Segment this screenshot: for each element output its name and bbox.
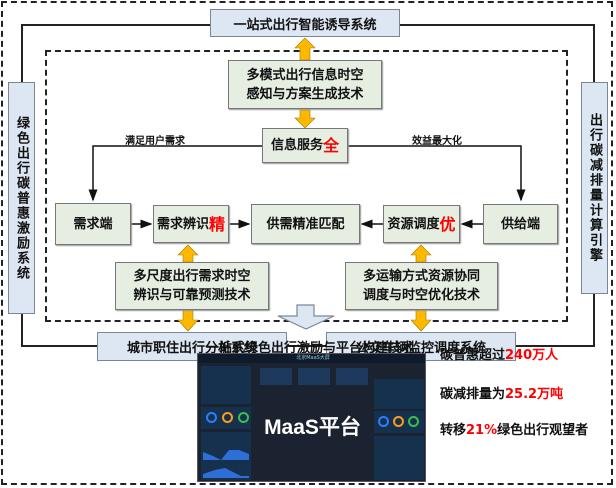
panel-right-flow xyxy=(374,436,424,480)
panel-right-stats xyxy=(374,379,424,409)
resource-dispatch-text: 资源调度 xyxy=(387,216,440,232)
match-box: 供需精准匹配 xyxy=(251,204,360,244)
right-system-box: 出行碳减排量计算引擎 xyxy=(581,82,608,294)
screen-title: 北京MaaS大屏 xyxy=(296,355,330,361)
yellow-arrow-down-info xyxy=(294,109,316,129)
yellow-arrow-up-top xyxy=(294,37,316,61)
supply-end-box: 供给端 xyxy=(483,204,558,244)
info-service-highlight: 全 xyxy=(323,136,340,155)
gray-arrow-down-platform xyxy=(277,304,335,330)
result-2: 碳减排量为25.2万吨 xyxy=(440,383,563,402)
demand-identify-highlight: 精 xyxy=(209,214,226,234)
top-tech-line1: 多模式出行信息时空 xyxy=(246,67,364,83)
yellow-arrow-up-left xyxy=(177,244,199,263)
result-text: 碳普惠超过 xyxy=(440,348,506,363)
ring-chart xyxy=(222,412,233,423)
ring-chart xyxy=(408,416,419,427)
result-text: 碳减排量为 xyxy=(440,387,506,402)
maas-platform-screenshot: 北京MaaS大屏 MaaS平台 xyxy=(197,353,426,482)
platform-title: 一站式绿色出行激励与平台构建技术 xyxy=(205,341,414,356)
result-text: 绿色出行观望者 xyxy=(497,423,589,438)
stat-card xyxy=(336,368,368,385)
left-tech-box: 多尺度出行需求时空辨识与可靠预测技术 xyxy=(115,262,269,310)
top-system-box: 一站式出行智能诱导系统 xyxy=(210,9,400,37)
demand-identify-text: 需求辨识 xyxy=(156,216,209,232)
result-value: 21% xyxy=(466,423,498,438)
ring-chart xyxy=(238,412,249,423)
resource-dispatch-box: 资源调度优 xyxy=(383,205,460,243)
arrow-to-demand xyxy=(88,145,262,202)
left-tech-line1: 多尺度出行需求时空 xyxy=(133,269,251,284)
top-tech-line2: 感知与方案生成技术 xyxy=(246,86,364,102)
demand-identify-box: 需求辨识精 xyxy=(153,205,229,243)
panel-stats xyxy=(201,366,251,404)
ring-chart xyxy=(206,412,217,423)
result-3: 转移21%绿色出行观望者 xyxy=(440,419,588,438)
right-label: 效益最大化 xyxy=(412,136,462,147)
screen-header xyxy=(198,354,425,363)
left-system-box: 绿色出行碳普惠激励系统 xyxy=(8,82,35,314)
result-text: 转移 xyxy=(440,423,467,438)
demand-end-box: 需求端 xyxy=(55,203,131,245)
bottom-left-system-box: 城市职住出行分析系统 xyxy=(97,332,287,361)
right-tech-line2: 调度与时空优化技术 xyxy=(362,288,480,303)
left-label: 满足用户需求 xyxy=(125,136,185,147)
right-tech-line1: 多运输方式资源协同 xyxy=(362,269,480,284)
stat-card xyxy=(298,368,330,385)
area-charts xyxy=(203,450,249,478)
yellow-arrow-up-right xyxy=(410,244,432,263)
info-service-text: 信息服务 xyxy=(270,138,323,153)
result-value: 240万人 xyxy=(505,348,559,363)
ring-chart xyxy=(378,416,389,427)
yellow-arrow-down-left xyxy=(177,309,199,332)
result-1: 碳普惠超过240万人 xyxy=(440,344,558,363)
stat-card xyxy=(260,368,292,385)
yellow-arrow-down-right xyxy=(410,309,432,332)
ring-chart xyxy=(393,416,404,427)
arrow-to-supply xyxy=(348,145,526,202)
platform-label: MaaS平台 xyxy=(264,416,361,439)
result-value: 25.2万吨 xyxy=(505,387,564,402)
right-tech-box: 多运输方式资源协同调度与时空优化技术 xyxy=(345,262,498,310)
resource-dispatch-highlight: 优 xyxy=(439,214,456,234)
info-service-box: 信息服务全 xyxy=(262,128,348,163)
left-tech-line2: 辨识与可靠预测技术 xyxy=(133,288,251,303)
top-tech-box: 多模式出行信息时空感知与方案生成技术 xyxy=(228,60,382,109)
